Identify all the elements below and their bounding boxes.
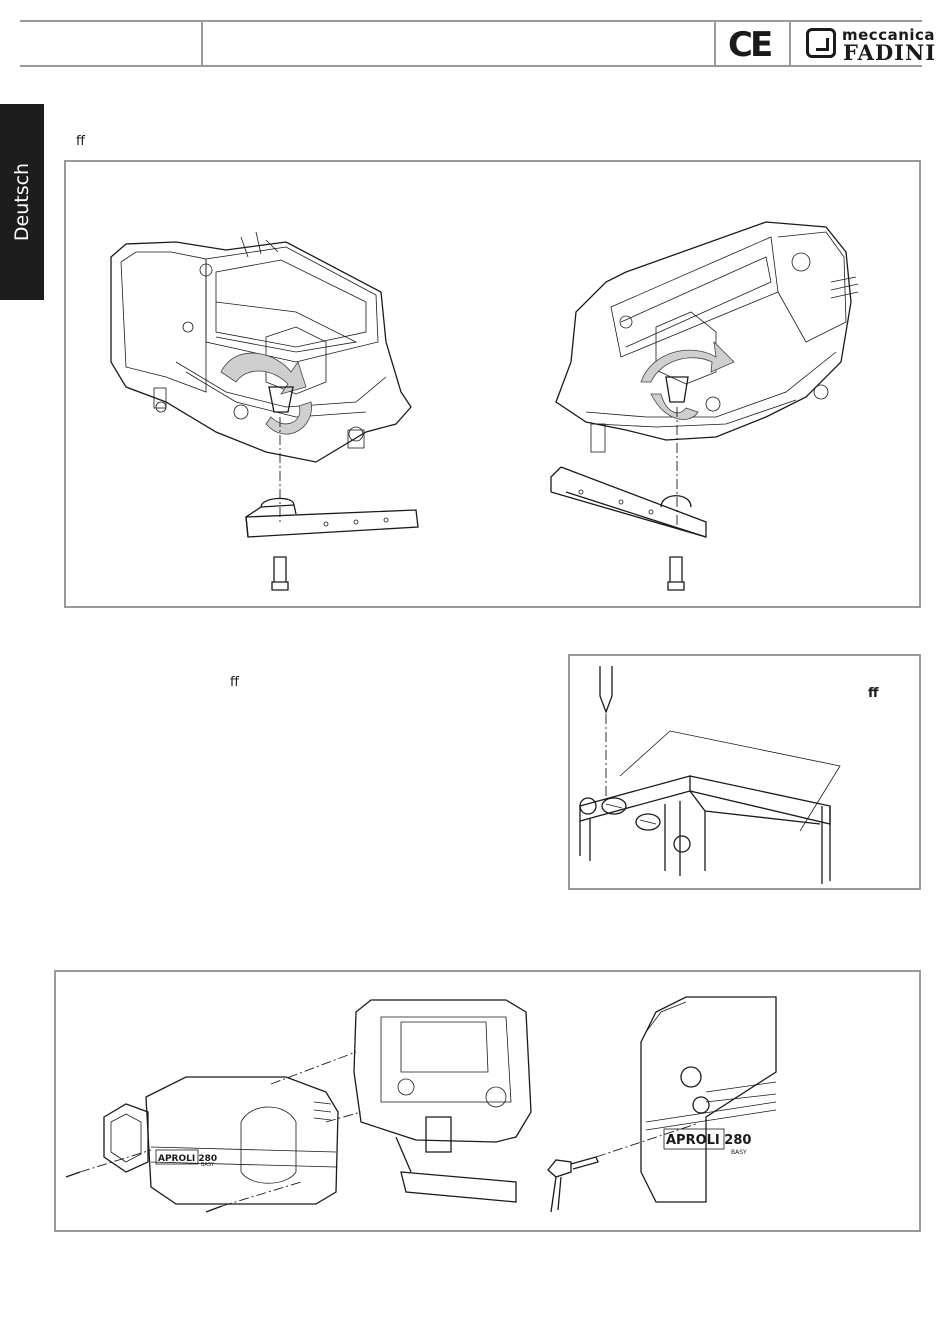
right-motor-housing <box>556 222 858 452</box>
header-divider <box>714 22 716 66</box>
screwdriver-icon <box>600 666 612 712</box>
right-rack-bar <box>551 467 706 537</box>
language-tab-label: Deutsch <box>11 163 33 241</box>
lock-detail <box>641 997 776 1202</box>
left-fixing-bolt <box>272 557 288 590</box>
body-text-fragment: ff <box>230 675 239 690</box>
cover-assembly-illustration: APROLI 280 BASY <box>56 972 919 1230</box>
header-divider <box>201 22 203 66</box>
left-motor-housing <box>111 232 411 462</box>
cover-alignment-lines <box>271 1052 361 1122</box>
screw-adjustment-illustration <box>570 656 919 888</box>
right-fixing-bolt <box>668 557 684 590</box>
detail-product-sublabel: BASY <box>731 1149 747 1156</box>
header-bottom-rule <box>20 65 922 67</box>
header-top-rule <box>20 20 922 22</box>
brand-name-bottom: FADINI <box>843 40 936 65</box>
cover-screw-icon <box>66 1172 222 1212</box>
figure-screw-adjustment: ff <box>568 654 921 890</box>
lock-cylinder-icon <box>681 1067 701 1087</box>
left-rack-bar <box>246 498 418 537</box>
middle-motor-housing <box>354 1000 531 1202</box>
pivot-right-icon <box>674 836 690 852</box>
release-lock-icon <box>693 1097 709 1113</box>
header-divider <box>789 22 791 66</box>
cover-product-sublabel: BASY <box>201 1162 215 1168</box>
housing-outline <box>620 731 840 831</box>
language-tab: Deutsch <box>0 104 44 300</box>
detail-product-label: APROLI 280 <box>666 1133 751 1148</box>
rotation-arrow-right <box>641 342 734 382</box>
rotation-arrow-right-lower <box>651 394 698 419</box>
middle-rack-bar <box>396 1137 516 1202</box>
gear-rotation-illustration <box>66 162 919 606</box>
fadini-logo-icon <box>806 28 836 58</box>
figure-gear-rotation <box>64 160 921 608</box>
key-icon <box>548 1157 598 1212</box>
motor-cover <box>146 1077 338 1204</box>
figure-cover-assembly: APROLI 280 BASY <box>54 970 921 1232</box>
right-drive-shaft <box>666 377 688 402</box>
ce-mark: CE <box>728 26 778 64</box>
intro-text-fragment: ff <box>76 134 85 149</box>
